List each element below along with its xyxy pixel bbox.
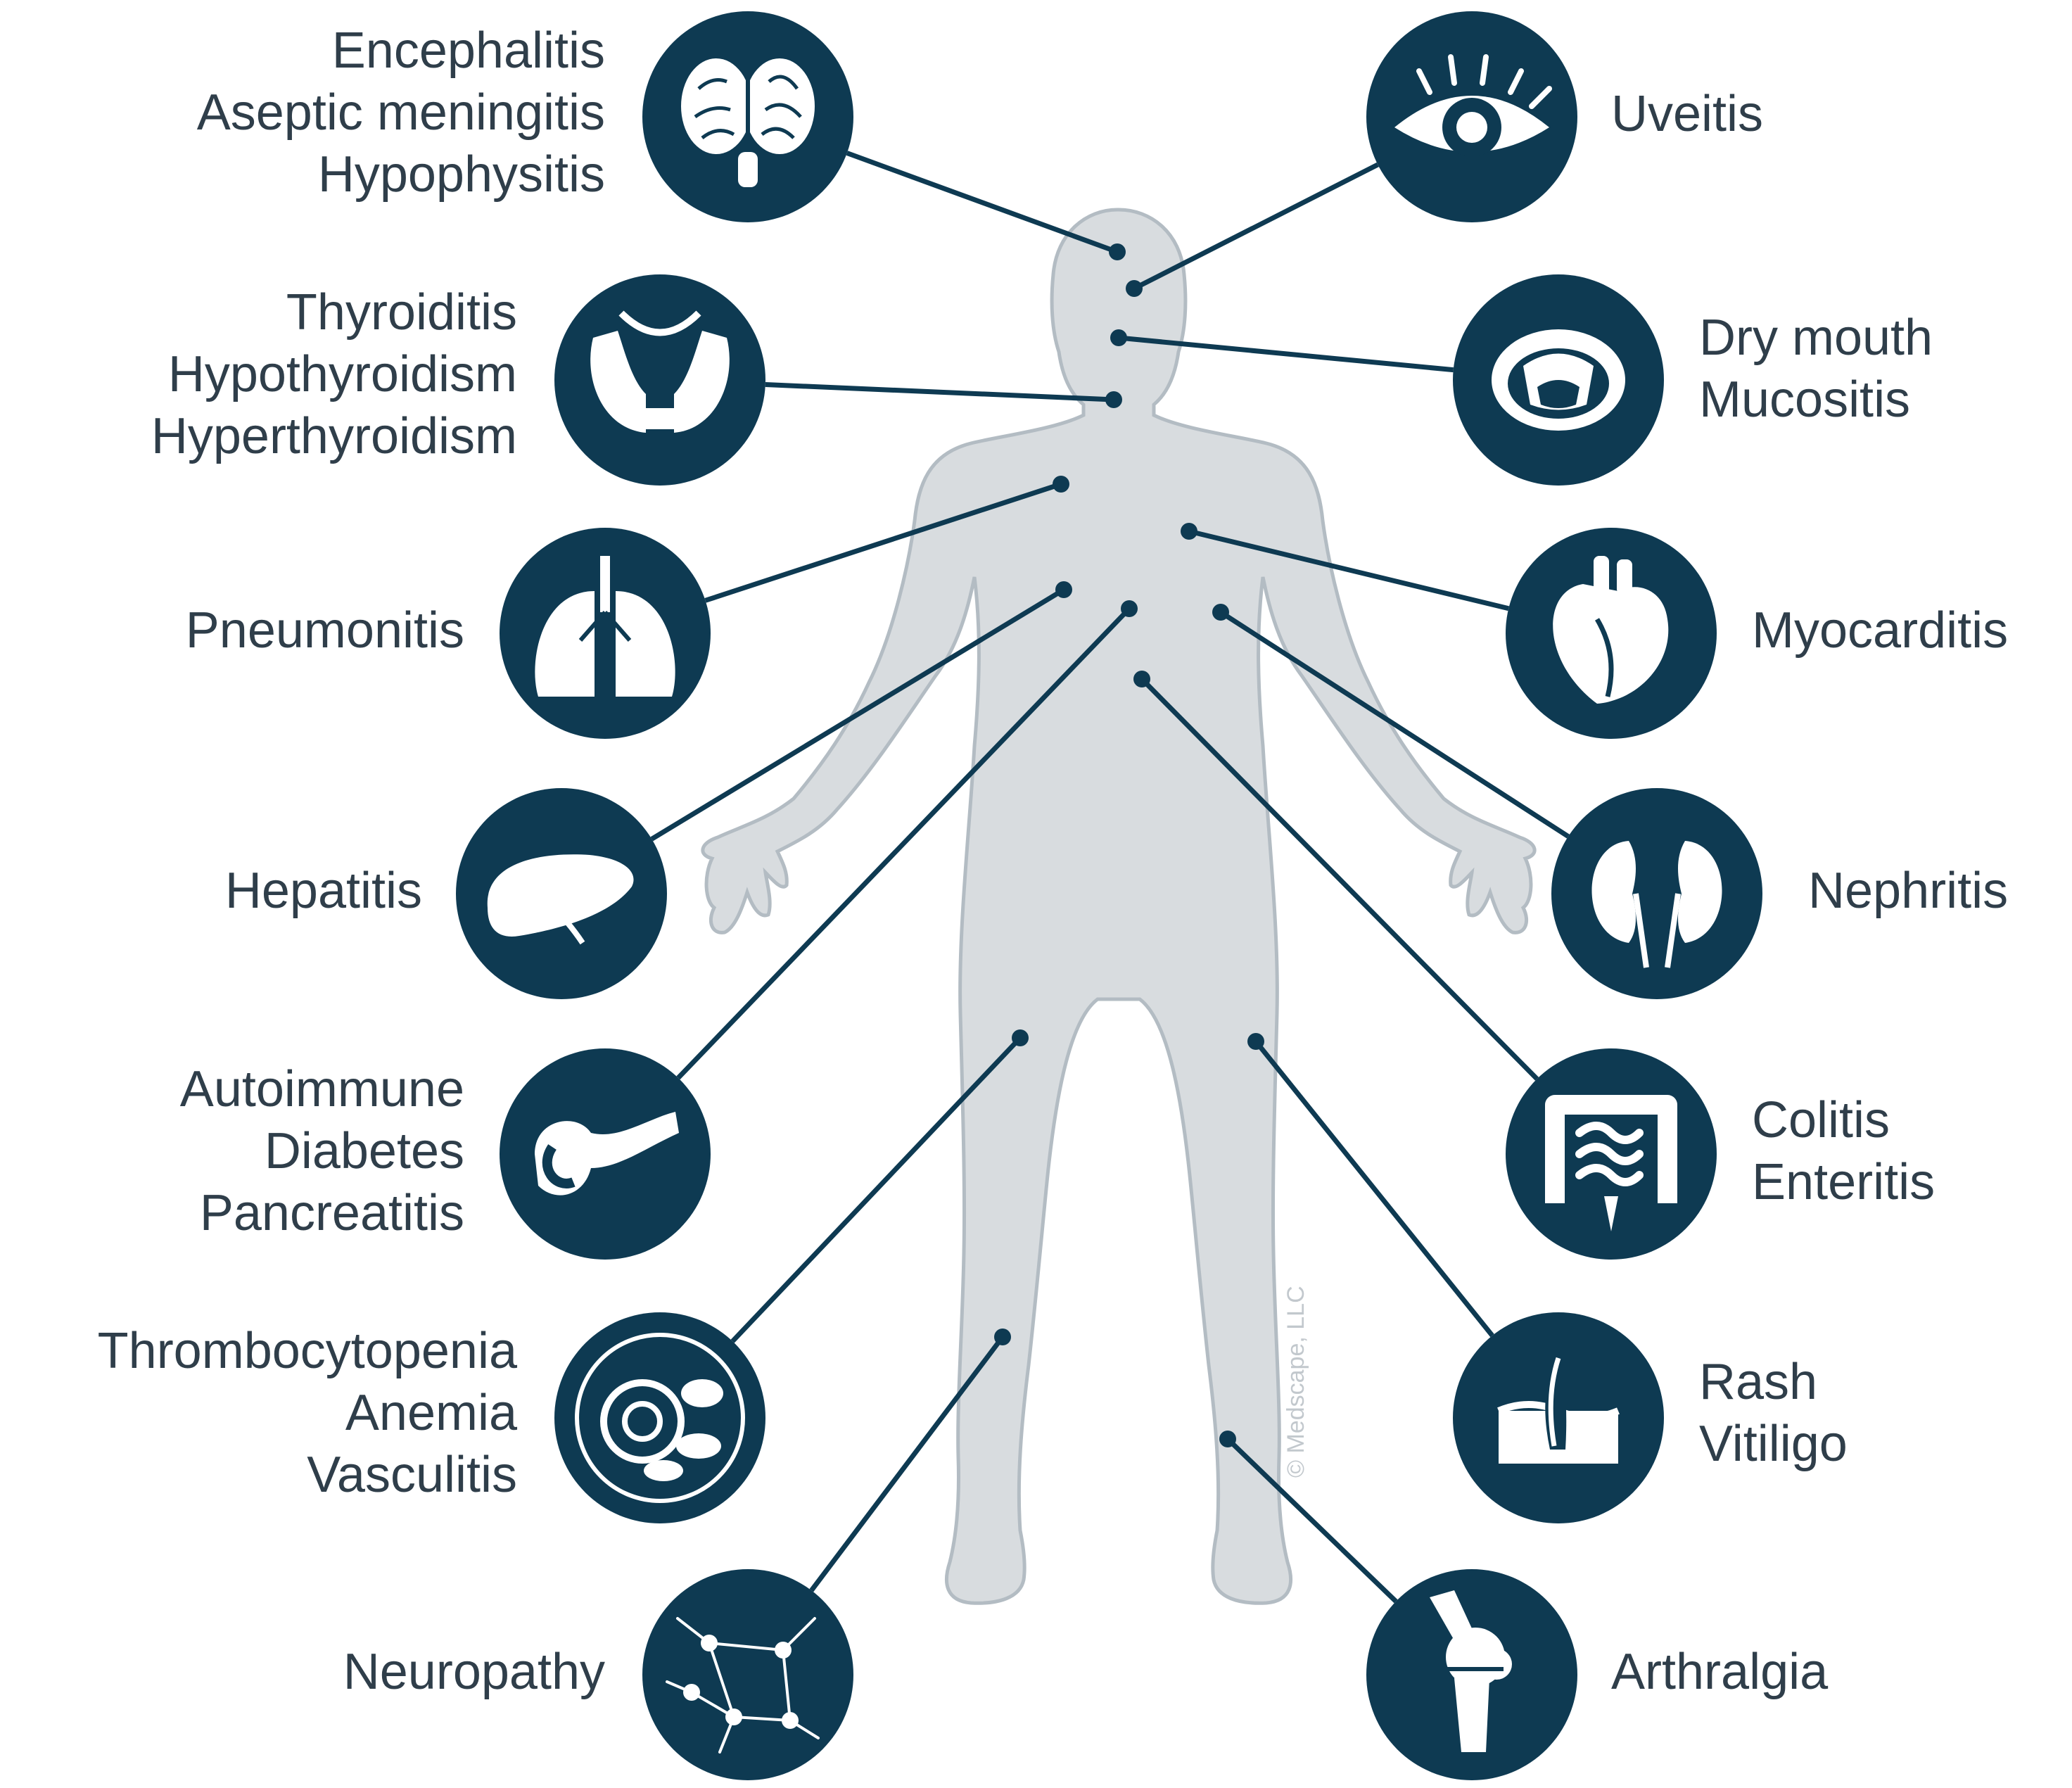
connector-brain [847,153,1117,252]
label-line: Hyperthyroidism [151,405,517,467]
label-line: Dry mouth [1699,307,1933,369]
label-line: Neuropathy [343,1641,605,1703]
lungs-icon [500,528,711,739]
label-line: Uveitis [1611,83,1763,145]
body-point-thyroid [1105,391,1122,408]
label-line: Autoimmune [180,1058,464,1120]
label-line: Rash [1699,1351,1848,1413]
label-line: Arthralgia [1611,1641,1828,1703]
label-liver: Hepatitis [225,860,422,922]
copyright-credit: © Medscape, LLC [1282,1055,1310,1478]
label-line: Pneumonitis [186,600,464,661]
label-heart: Myocarditis [1752,600,2008,661]
label-line: Nephritis [1808,860,2008,922]
label-line: Vasculitis [98,1444,517,1506]
label-eye: Uveitis [1611,83,1763,145]
neurons-icon [642,1569,853,1780]
body-point-pancreas [1121,600,1138,617]
knee-joint-icon [1366,1569,1577,1780]
body-point-mouth [1110,329,1127,346]
pancreas-icon [500,1048,711,1260]
label-line: Thyroiditis [151,281,517,343]
body-point-eye [1126,280,1143,297]
liver-icon [456,788,667,999]
body-point-liver [1055,581,1072,598]
label-line: Mucositis [1699,369,1933,431]
body-point-lungs [1053,476,1069,493]
body-point-skin [1247,1033,1264,1050]
body-point-joint [1219,1431,1236,1447]
label-line: Diabetes [180,1120,464,1182]
eye-icon [1366,11,1577,222]
blood-cells-icon [554,1312,765,1523]
thyroid-icon [554,274,765,486]
label-line: Colitis [1752,1089,1935,1151]
body-point-heart [1181,523,1197,540]
body-point-kidneys [1212,604,1229,621]
kidneys-icon [1551,788,1762,999]
brain-icon [642,11,853,222]
label-line: Enteritis [1752,1151,1935,1213]
connector-thyroid [765,385,1114,400]
mouth-icon [1453,274,1664,486]
label-lungs: Pneumonitis [186,600,464,661]
human-body-silhouette [703,210,1534,1603]
label-line: Aseptic meningitis [197,82,605,144]
label-line: Hepatitis [225,860,422,922]
label-line: Hypophysitis [197,144,605,205]
body-point-blood [1012,1029,1029,1046]
label-line: Anemia [98,1382,517,1444]
body-point-nerves [994,1329,1011,1345]
label-line: Encephalitis [197,20,605,82]
body-point-intestine [1133,671,1150,687]
skin-icon [1453,1312,1664,1523]
label-line: Vitiligo [1699,1413,1848,1475]
label-nerves: Neuropathy [343,1641,605,1703]
label-line: Pancreatitis [180,1182,464,1244]
label-line: Thrombocytopenia [98,1320,517,1382]
label-line: Myocarditis [1752,600,2008,661]
connector-eye [1134,165,1378,289]
heart-icon [1506,528,1717,739]
intestine-icon [1506,1048,1717,1260]
label-line: Hypothyroidism [151,343,517,405]
body-point-brain [1109,243,1126,260]
label-kidneys: Nephritis [1808,860,2008,922]
label-joint: Arthralgia [1611,1641,1828,1703]
